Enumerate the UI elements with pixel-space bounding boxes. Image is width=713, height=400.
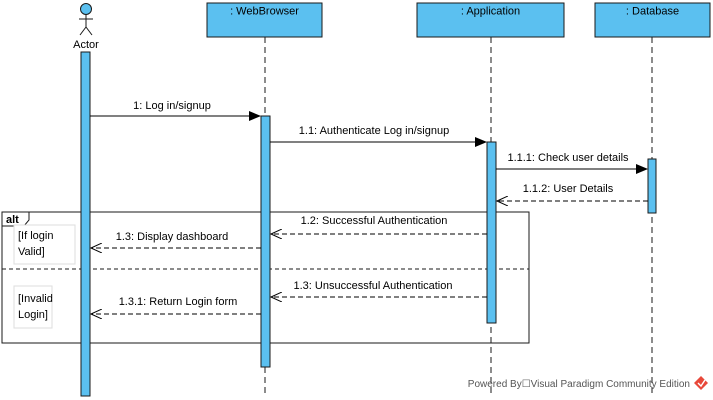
activation-application (486, 141, 497, 324)
message-unsuccessful-auth-label: 1.3: Unsuccessful Authentication (294, 280, 453, 292)
message-user-details-label: 1.1.2: User Details (523, 183, 614, 195)
guard-valid-line2: Valid] (18, 246, 45, 258)
alt-operator-label: alt (6, 214, 19, 226)
activation-webbrowser (260, 115, 271, 368)
alt-operator-tab (1, 211, 30, 227)
actor-label: Actor (73, 39, 99, 51)
message-log-in-signup-label: 1: Log in/signup (133, 100, 211, 112)
message-check-user-details: 1.1.1: Check user details (496, 152, 648, 174)
lifeline-label-application: : Application (461, 6, 520, 18)
lifeline-label-webbrowser: : WebBrowser (230, 6, 299, 18)
watermark-text: Powered By☐Visual Paradigm Community Edi… (468, 379, 690, 390)
watermark: Powered By☐Visual Paradigm Community Edi… (468, 376, 708, 390)
actor-leg-left (79, 26, 87, 36)
actor-head (80, 3, 92, 15)
message-display-dashboard-label: 1.3: Display dashboard (116, 231, 229, 243)
lifeline-header-webbrowser: : WebBrowser (206, 2, 323, 38)
message-authenticate: 1.1: Authenticate Log in/signup (270, 125, 487, 147)
guard-invalid-line1: [Invalid (18, 293, 53, 305)
lifeline-label-database: : Database (626, 6, 679, 18)
activation-actor (80, 51, 91, 397)
guard-invalid-box (13, 285, 53, 329)
message-successful-auth-label: 1.2: Successful Authentication (301, 215, 448, 227)
actor-leg-right (85, 26, 93, 36)
message-authenticate-label: 1.1: Authenticate Log in/signup (299, 125, 449, 137)
guard-valid-line1: [If login (18, 230, 53, 242)
guard-valid-box (13, 224, 76, 265)
lifeline-header-application: : Application (416, 2, 565, 38)
message-return-login-form: 1.3.1: Return Login form (91, 296, 261, 314)
message-check-user-details-label: 1.1.1: Check user details (507, 152, 629, 164)
actor: Actor (73, 3, 99, 51)
message-unsuccessful-auth: 1.3: Unsuccessful Authentication (271, 280, 487, 297)
message-log-in-signup: 1: Log in/signup (90, 100, 261, 121)
guard-invalid-line2: Login] (18, 309, 48, 321)
visual-paradigm-logo-icon (694, 376, 708, 390)
activation-database (647, 158, 657, 214)
message-return-login-form-label: 1.3.1: Return Login form (119, 296, 238, 308)
message-display-dashboard: 1.3: Display dashboard (91, 231, 261, 248)
message-user-details-return: 1.1.2: User Details (497, 183, 648, 201)
lifeline-header-database: : Database (594, 2, 711, 38)
message-successful-auth: 1.2: Successful Authentication (271, 215, 487, 234)
